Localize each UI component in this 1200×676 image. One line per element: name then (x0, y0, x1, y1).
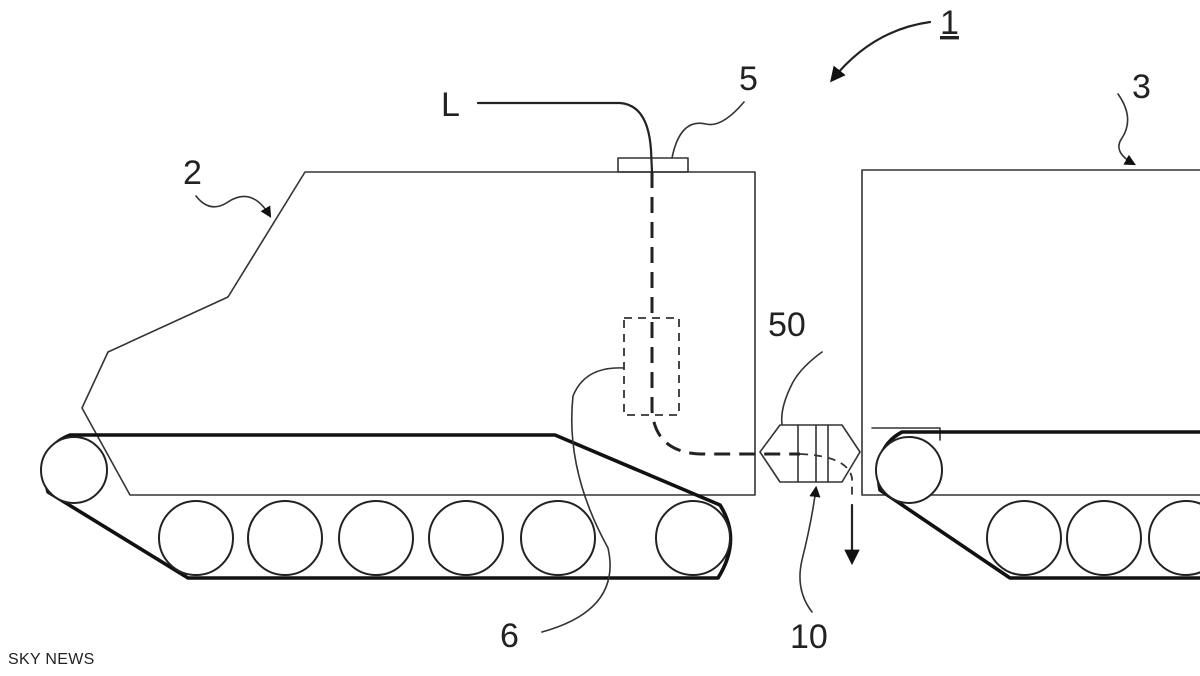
rear-vehicle (861, 169, 1200, 580)
rear-drive-wheel (875, 436, 943, 504)
road-wheel (520, 500, 596, 576)
watermark: SKY NEWS (8, 651, 95, 668)
label-front-vehicle: 2 (183, 154, 202, 192)
rear-coupling-bracket (871, 427, 941, 441)
front-road-wheels (158, 500, 731, 576)
label-outlet: 10 (790, 618, 828, 656)
outlet-path (799, 453, 853, 500)
label-valve: 6 (500, 617, 519, 655)
leader-2 (195, 195, 272, 218)
leader-10 (799, 485, 821, 613)
internal-line (650, 172, 800, 456)
label-assembly: 1 (940, 4, 959, 42)
road-wheel (655, 500, 731, 576)
label-line: L (441, 86, 460, 124)
road-wheel (1148, 500, 1200, 576)
valve-housing (623, 317, 680, 416)
line-l-leader (476, 101, 654, 174)
rear-vehicle-hull (861, 169, 1200, 496)
label-coupling-module: 50 (768, 306, 806, 344)
road-wheel (986, 500, 1062, 576)
road-wheel (247, 500, 323, 576)
leader-5 (671, 101, 745, 159)
leader-1 (830, 20, 932, 83)
road-wheel (1066, 500, 1142, 576)
leader-6 (541, 367, 625, 633)
label-rear-vehicle: 3 (1132, 68, 1151, 106)
road-wheel (428, 500, 504, 576)
road-wheel (158, 500, 234, 576)
leader-50 (780, 351, 823, 425)
coupling-housing (759, 424, 861, 483)
front-drive-wheel (40, 436, 108, 504)
road-wheel (338, 500, 414, 576)
leader-3 (1117, 93, 1136, 166)
label-inlet: 5 (739, 60, 758, 98)
rear-road-wheels (986, 500, 1200, 576)
front-vehicle-hull (81, 171, 756, 496)
front-vehicle (40, 157, 756, 580)
